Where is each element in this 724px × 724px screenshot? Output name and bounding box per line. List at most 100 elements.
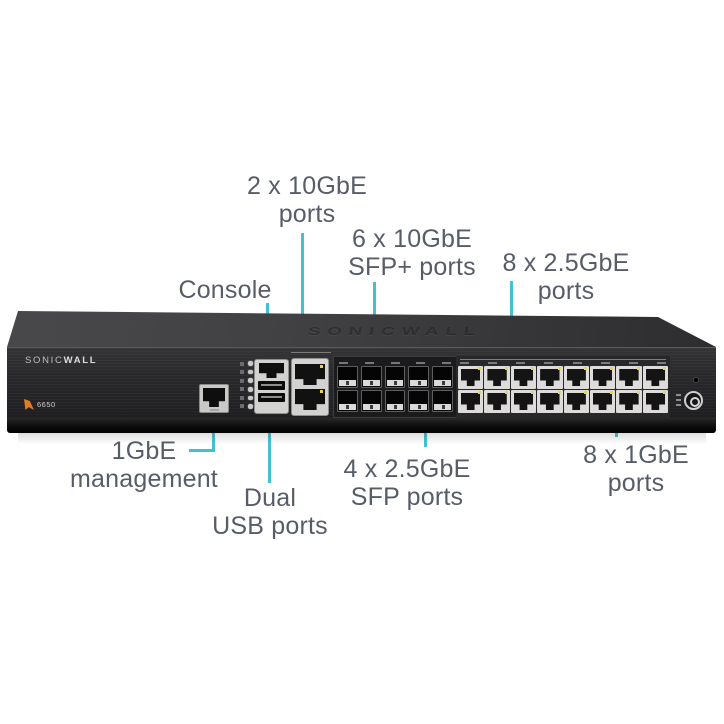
port-label-mark: [210, 409, 219, 411]
sfp-port: [432, 390, 453, 412]
usb-port: [258, 393, 285, 402]
embossed-brand-logo: SONICWALL: [306, 324, 484, 338]
leader-line-usb: [268, 393, 271, 483]
callout-4x2-5gbe-sfp-ports: 4 x 2.5GbE SFP ports: [321, 455, 493, 511]
appliance-top-panel: SONICWALL: [7, 311, 716, 347]
usb-port: [258, 381, 285, 390]
callout-2x10gbe-ports: 2 x 10GbE ports: [222, 172, 392, 228]
callout-line-text: 8 x 1GbE: [583, 441, 689, 469]
sfp-port: [432, 366, 453, 388]
port-label-mark: [572, 362, 582, 364]
leader-line-10gbe: [301, 233, 304, 390]
port-label-mark: [416, 362, 426, 364]
sfp-port-block: [333, 356, 457, 418]
callout-line-text: 8 x 2.5GbE: [502, 249, 630, 277]
rj45-port: [537, 390, 563, 413]
rj45-port: [589, 366, 616, 389]
rj45-port: [484, 366, 510, 389]
sfp-port: [337, 390, 358, 412]
sfp-port: [408, 390, 430, 412]
status-led-row: [240, 378, 257, 383]
rj45-port: [589, 390, 616, 413]
rj45-port: [616, 390, 642, 413]
rj45-port: [458, 390, 484, 413]
rj45-port: [642, 366, 668, 389]
callout-8x2-5gbe-ports: 8 x 2.5GbE ports: [481, 249, 651, 305]
console-port: [259, 363, 284, 378]
leader-line-management-horizontal: [189, 449, 215, 452]
10gbe-port-panel: [291, 358, 329, 416]
sfp-port: [337, 366, 358, 388]
status-led: [248, 395, 253, 401]
callout-1gbe-management: 1GbE management: [44, 437, 244, 493]
callout-line-text: 6 x 10GbE: [352, 225, 472, 253]
callout-line-text: 2 x 10GbE: [247, 172, 367, 200]
rj45-port: [642, 390, 668, 413]
rj45-port: [537, 366, 563, 389]
power-button: [684, 391, 703, 410]
status-led-row: [240, 387, 257, 392]
console-usb-panel: [254, 359, 289, 414]
status-led: [248, 369, 253, 375]
led-icon: [240, 378, 244, 383]
sfp-port: [360, 390, 382, 412]
callout-line-text: ports: [278, 200, 336, 228]
management-port: [199, 384, 229, 413]
led-icon: [240, 395, 244, 400]
model-number: 6650: [37, 400, 56, 409]
status-led: [248, 378, 253, 383]
callout-line-text: 4 x 2.5GbE: [343, 455, 471, 483]
port-label-mark: [390, 362, 400, 364]
appliance-shadow: [18, 433, 706, 444]
callout-line-text: 1GbE: [111, 437, 177, 465]
callout-line-text: SFP ports: [350, 483, 464, 511]
led-icon: [240, 404, 244, 409]
status-led-row: [240, 395, 257, 401]
rj45-port: [510, 366, 537, 389]
port-label-mark: [460, 362, 469, 364]
status-led: [248, 387, 253, 392]
callout-6x10gbe-sfp-plus-ports: 6 x 10GbE SFP+ ports: [327, 225, 497, 281]
port-group-bracket: [291, 352, 331, 357]
brand-logo-bold: WALL: [63, 355, 98, 366]
rj45-port: [510, 390, 537, 413]
port-label-mark: [600, 362, 610, 364]
rj45-port: [563, 390, 589, 413]
callout-line-text: USB ports: [212, 512, 328, 540]
port-label-mark: [442, 362, 451, 364]
appliance-front-panel: SONICWALL 6650: [7, 347, 716, 418]
callout-line-text: ports: [607, 469, 665, 497]
status-led-row: [240, 361, 257, 366]
nsa-flame-icon: [24, 399, 34, 410]
appliance-bottom-edge: [7, 418, 716, 433]
rj45-port: [563, 366, 589, 389]
port-label-mark: [544, 362, 554, 364]
callout-line-text: Dual: [243, 484, 297, 512]
port-label-mark: [339, 362, 348, 364]
port-label-mark: [516, 362, 526, 364]
callout-line-text: Console: [178, 276, 272, 304]
callout-dual-usb-ports: Dual USB ports: [190, 484, 350, 540]
model-badge: 6650: [24, 399, 56, 410]
callout-console: Console: [145, 276, 305, 304]
port-label-mark: [364, 362, 374, 364]
callout-8x1gbe-ports: 8 x 1GbE ports: [556, 441, 716, 497]
callout-line-text: SFP+ ports: [348, 253, 476, 281]
sfp-port: [384, 390, 406, 412]
callout-line-text: ports: [537, 277, 595, 305]
port-label-mark: [488, 362, 498, 364]
status-led-row: [240, 404, 257, 409]
10gbe-port: [295, 364, 325, 385]
rj45-port-grid: [458, 366, 668, 413]
reset-pinhole: [694, 378, 698, 382]
led-icon: [240, 370, 244, 375]
sfp-port-grid: [337, 366, 453, 412]
copper-port-bank: [456, 356, 670, 418]
status-led: [248, 404, 253, 409]
power-label-icon: [676, 394, 681, 407]
led-icon: [240, 387, 244, 392]
rj45-port: [484, 390, 510, 413]
sfp-port: [408, 366, 430, 388]
rj45-port: [458, 366, 484, 389]
